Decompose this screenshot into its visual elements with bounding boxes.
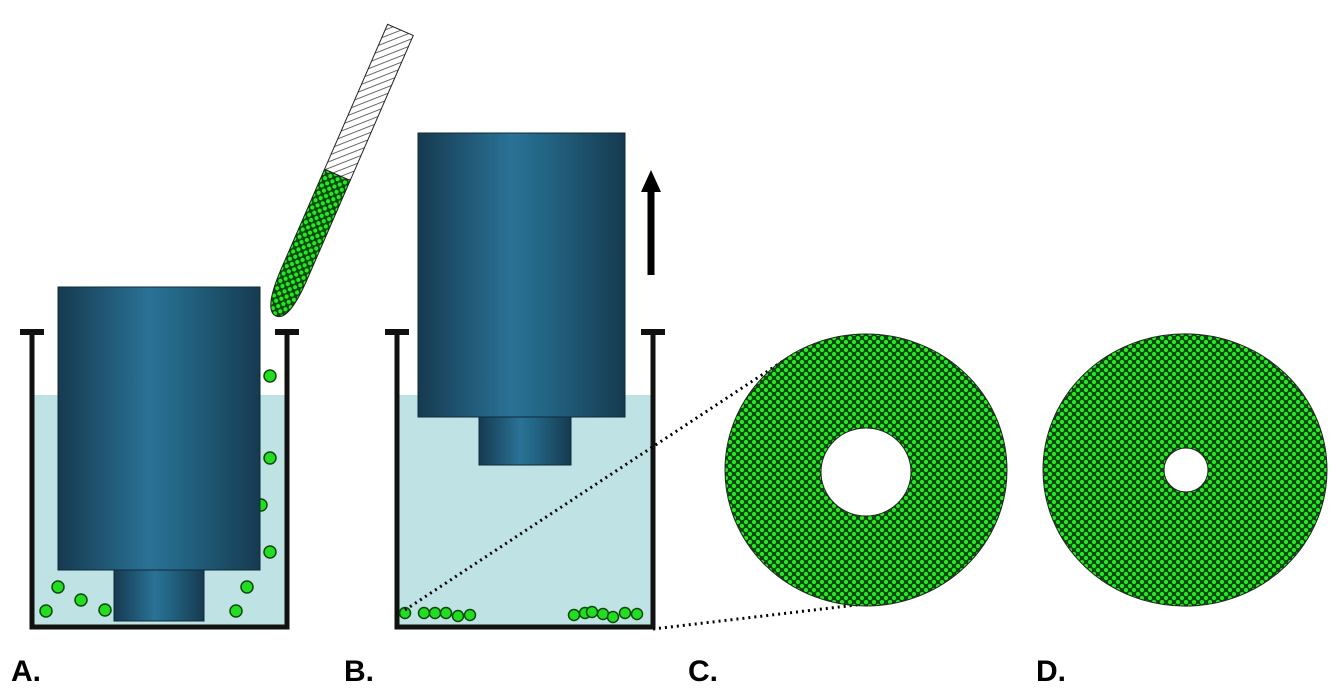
panel-label-a: A. <box>11 655 41 688</box>
pipette-icon <box>270 23 414 318</box>
bead-ring-d <box>1042 333 1328 607</box>
panel-a <box>20 23 414 630</box>
panel-label-c: C. <box>688 655 718 688</box>
arrow-up-icon <box>641 170 661 275</box>
bead-ring-c <box>724 333 1008 607</box>
panel-c <box>724 333 1008 607</box>
zoom-lines <box>404 359 874 631</box>
magnet-cylinder-a <box>57 286 261 622</box>
magnet-cylinder-b <box>417 132 626 466</box>
panel-label-d: D. <box>1036 655 1066 688</box>
panel-d <box>1042 333 1328 607</box>
container-a <box>29 332 290 630</box>
beads-b <box>398 605 644 624</box>
panel-b <box>385 132 665 630</box>
panel-label-b: B. <box>344 655 374 688</box>
container-b <box>394 332 656 630</box>
